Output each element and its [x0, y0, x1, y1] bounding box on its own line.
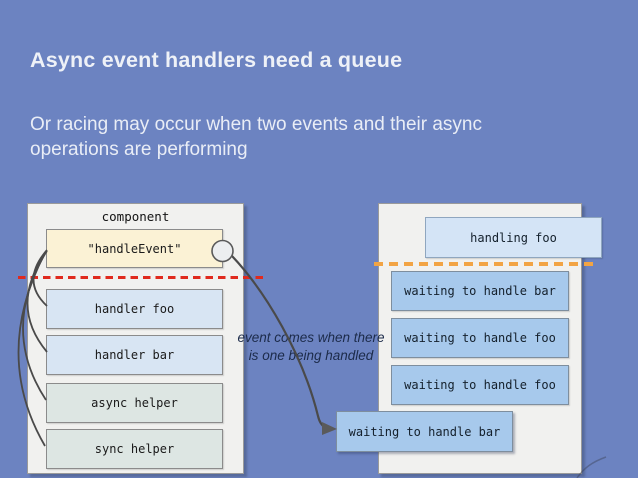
handler-bar-box: handler bar — [46, 335, 223, 375]
waiting-foo-box: waiting to handle foo — [391, 318, 569, 358]
red-dashed-line — [18, 276, 265, 279]
slide-title: Async event handlers need a queue — [30, 48, 403, 72]
component-panel-label: component — [101, 209, 170, 224]
incoming-waiting-bar-box: waiting to handle bar — [336, 411, 513, 452]
waiting-bar-box: waiting to handle bar — [391, 271, 569, 311]
orange-dashed-line — [374, 262, 599, 266]
component-panel: component "handleEvent" handler foo hand… — [27, 203, 244, 474]
event-annotation-line1: event comes when there — [237, 330, 385, 345]
waiting-foo-box-2: waiting to handle foo — [391, 365, 569, 405]
sync-helper-box: sync helper — [46, 429, 223, 469]
slide-subtitle: Or racing may occur when two events and … — [30, 114, 482, 160]
async-helper-box: async helper — [46, 383, 223, 423]
event-arrow-head — [322, 422, 337, 435]
event-annotation: event comes when there is one being hand… — [236, 329, 386, 364]
handling-foo-box: handling foo — [425, 217, 602, 258]
handle-event-box: "handleEvent" — [46, 229, 223, 268]
event-annotation-line2: is one being handled — [248, 347, 374, 363]
handler-foo-box: handler foo — [46, 289, 223, 329]
